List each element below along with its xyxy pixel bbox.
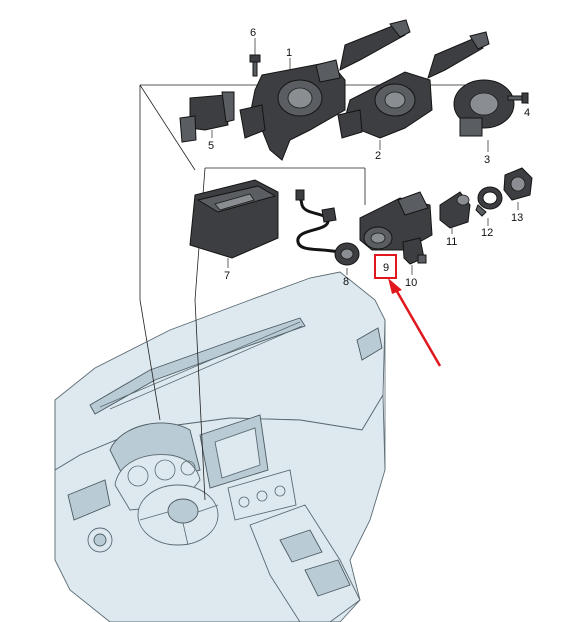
callout-1: 1 bbox=[286, 47, 292, 59]
callout-12: 12 bbox=[481, 227, 493, 239]
highlight-callout-9 bbox=[374, 254, 442, 367]
callout-4: 4 bbox=[524, 107, 530, 119]
part-7-control-module bbox=[189, 179, 279, 268]
part-5-bracket bbox=[179, 91, 235, 143]
dashboard-illustration bbox=[54, 271, 386, 622]
part-6-screw bbox=[249, 38, 261, 77]
part-1-column-switch bbox=[239, 19, 411, 161]
highlight-arrowhead bbox=[388, 278, 402, 294]
callout-5: 5 bbox=[208, 140, 214, 152]
callout-2: 2 bbox=[375, 150, 381, 162]
callout-7: 7 bbox=[224, 270, 230, 282]
part-13-trim-ring bbox=[503, 167, 533, 210]
callout-labels: 6 1 2 3 4 5 7 8 9 10 11 12 13 bbox=[208, 27, 530, 289]
highlight-box bbox=[374, 254, 397, 279]
callout-13: 13 bbox=[511, 212, 523, 224]
callout-3: 3 bbox=[484, 154, 490, 166]
part-9-ignition-housing bbox=[359, 191, 433, 251]
part-12-ring bbox=[475, 186, 503, 226]
callout-8: 8 bbox=[343, 276, 349, 288]
part-10-ignition-switch bbox=[402, 237, 427, 275]
part-11-lock-cylinder bbox=[439, 191, 471, 234]
part-2-column-switch bbox=[337, 31, 490, 150]
callout-9: 9 bbox=[383, 262, 389, 274]
callout-11: 11 bbox=[446, 236, 457, 248]
part-8-reader-coil bbox=[295, 189, 360, 275]
callout-10: 10 bbox=[405, 277, 417, 289]
part-4-screw bbox=[507, 92, 529, 104]
highlight-arrow bbox=[393, 287, 442, 367]
callout-6: 6 bbox=[250, 27, 256, 39]
part-3-clock-spring bbox=[453, 79, 515, 152]
